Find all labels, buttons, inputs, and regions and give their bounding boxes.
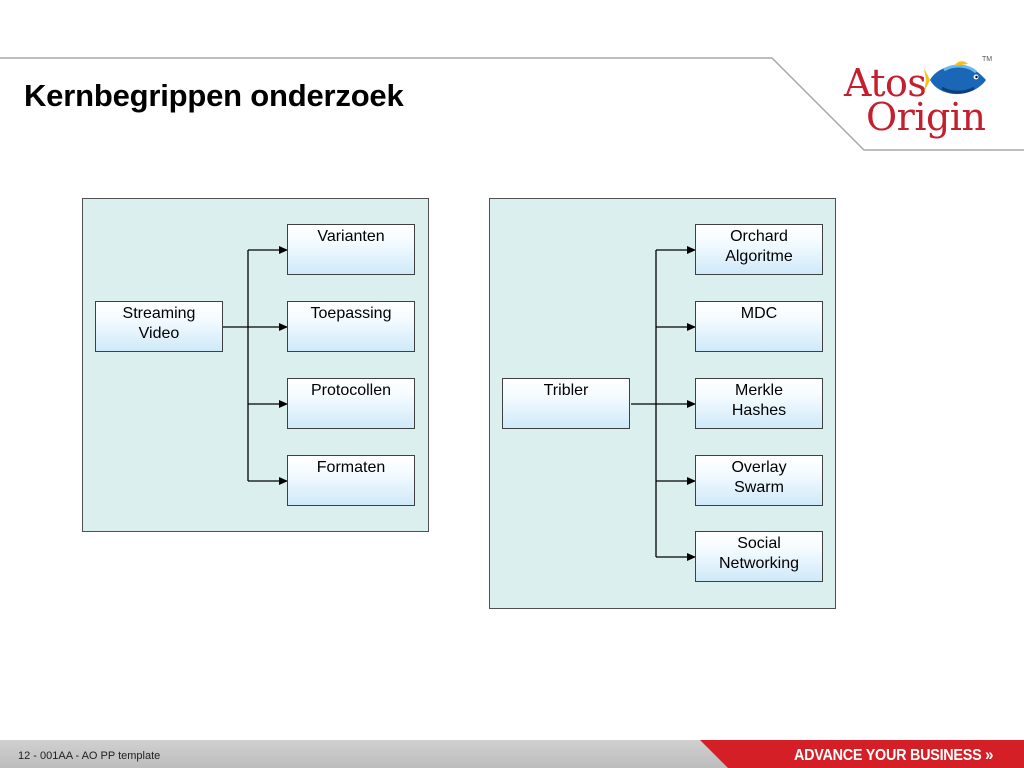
node-protocollen: Protocollen [287,378,415,429]
node-label: Varianten [317,228,385,245]
node-label: Tribler [543,382,589,399]
node-orchard-algoritme: Orchard Algoritme [695,224,823,275]
node-social-networking: Social Networking [695,531,823,582]
slogan-text: ADVANCE YOUR BUSINESS» [794,745,994,765]
node-label: MDC [740,305,778,322]
node-label: Orchard Algoritme [725,228,793,265]
node-formaten: Formaten [287,455,415,506]
double-chevron-right-icon: » [985,745,994,764]
node-toepassing: Toepassing [287,301,415,352]
node-tribler: Tribler [502,378,630,429]
node-label: Protocollen [310,382,392,399]
node-overlay-swarm: Overlay Swarm [695,455,823,506]
fish-icon [924,61,986,95]
node-merkle-hashes: Merkle Hashes [695,378,823,429]
logo-word-1: Atos [844,61,927,105]
logo-word-2: Origin [866,95,986,139]
slogan-banner [700,740,1024,768]
node-label: Merkle Hashes [731,382,787,419]
footer-bar: 12 - 001AA - AO PP template ADVANCE YOUR… [0,740,1024,768]
slogan-label: ADVANCE YOUR BUSINESS [794,747,982,764]
company-logo: Atos Origin TM [838,54,998,140]
header-divider [0,57,1024,151]
node-mdc: MDC [695,301,823,352]
page-title: Kernbegrippen onderzoek [24,78,404,113]
node-label: Overlay Swarm [731,459,787,496]
node-label: Toepassing [310,305,392,322]
node-streaming-video: Streaming Video [95,301,223,352]
node-varianten: Varianten [287,224,415,275]
node-label: Social Networking [718,535,800,572]
footer-label: 12 - 001AA - AO PP template [18,750,161,762]
node-label: Formaten [316,459,386,476]
node-label: Streaming Video [122,305,196,342]
trademark-mark: TM [982,56,993,63]
